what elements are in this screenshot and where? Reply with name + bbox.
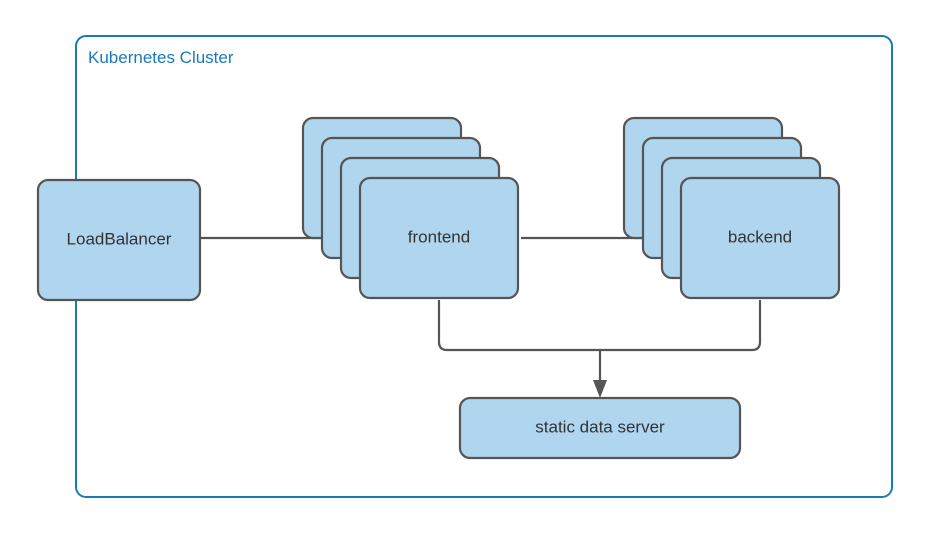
node-loadbalancer-label: LoadBalancer (67, 229, 172, 248)
node-static-data-server-label: static data server (535, 417, 665, 436)
cluster-label: Kubernetes Cluster (88, 48, 234, 67)
arrowhead-icon (593, 380, 607, 398)
node-backend-replica-4 (679, 176, 841, 300)
node-loadbalancer-shape (36, 178, 202, 302)
edge-backend-to-static-data-server (600, 300, 762, 352)
node-frontend[interactable]: frontend (301, 116, 520, 300)
node-static-data-server[interactable]: static data server (458, 396, 742, 460)
node-loadbalancer[interactable]: LoadBalancer (36, 178, 202, 302)
node-static-data-server-shape (458, 396, 742, 460)
node-frontend-label: frontend (408, 227, 470, 246)
edge-frontend-to-static-data-server (437, 300, 600, 352)
node-backend[interactable]: backend (622, 116, 841, 300)
nodes-layer: LoadBalancer frontend backend static data s… (36, 116, 841, 460)
edge-merged-drop-to-static-data-server (593, 350, 607, 398)
node-backend-label: backend (728, 227, 792, 246)
node-frontend-replica-4 (358, 176, 520, 300)
